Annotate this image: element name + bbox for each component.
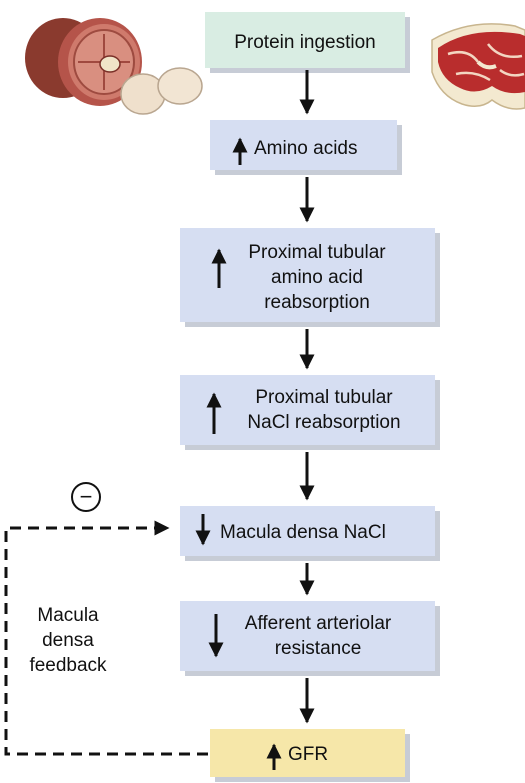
- box-gfr: GFR: [210, 729, 410, 782]
- minus-circle-icon: [71, 482, 101, 512]
- feedback-label-line-3: feedback: [29, 655, 107, 676]
- box-proximal-nacl-reabsorption: Proximal tubular NaCl reabsorption: [180, 375, 440, 450]
- macula-densa-nacl-label: Macula densa NaCl: [220, 522, 386, 543]
- steak-illustration: [431, 23, 525, 110]
- box-proximal-amino-acid-reabsorption: Proximal tubular amino acid reabsorption: [180, 228, 440, 327]
- feedback-sign: −: [80, 484, 93, 509]
- afferent-line-2: resistance: [275, 638, 362, 659]
- afferent-line-1: Afferent arteriolar: [245, 613, 392, 634]
- box-macula-densa-nacl: Macula densa NaCl: [180, 506, 440, 561]
- amino-acids-label: Amino acids: [254, 138, 358, 159]
- proximal-aa-line-1: Proximal tubular: [248, 242, 386, 263]
- feedback-dashed-path: [4, 520, 208, 756]
- proximal-nacl-line-2: NaCl reabsorption: [247, 412, 400, 433]
- feedback-label-line-2: densa: [42, 630, 94, 651]
- proximal-nacl-line-1: Proximal tubular: [255, 387, 393, 408]
- ham-and-eggs-illustration: [25, 18, 203, 115]
- box-amino-acids: Amino acids: [210, 120, 402, 175]
- gfr-label: GFR: [288, 744, 328, 765]
- feedback-label-line-1: Macula: [37, 605, 99, 626]
- box-protein-ingestion: Protein ingestion: [205, 12, 410, 73]
- proximal-aa-line-2: amino acid: [271, 267, 363, 288]
- feedback-loop: − Macula densa feedback: [4, 482, 208, 756]
- proximal-aa-line-3: reabsorption: [264, 292, 370, 313]
- protein-ingestion-label: Protein ingestion: [234, 32, 376, 53]
- box-afferent-arteriolar-resistance: Afferent arteriolar resistance: [180, 601, 440, 676]
